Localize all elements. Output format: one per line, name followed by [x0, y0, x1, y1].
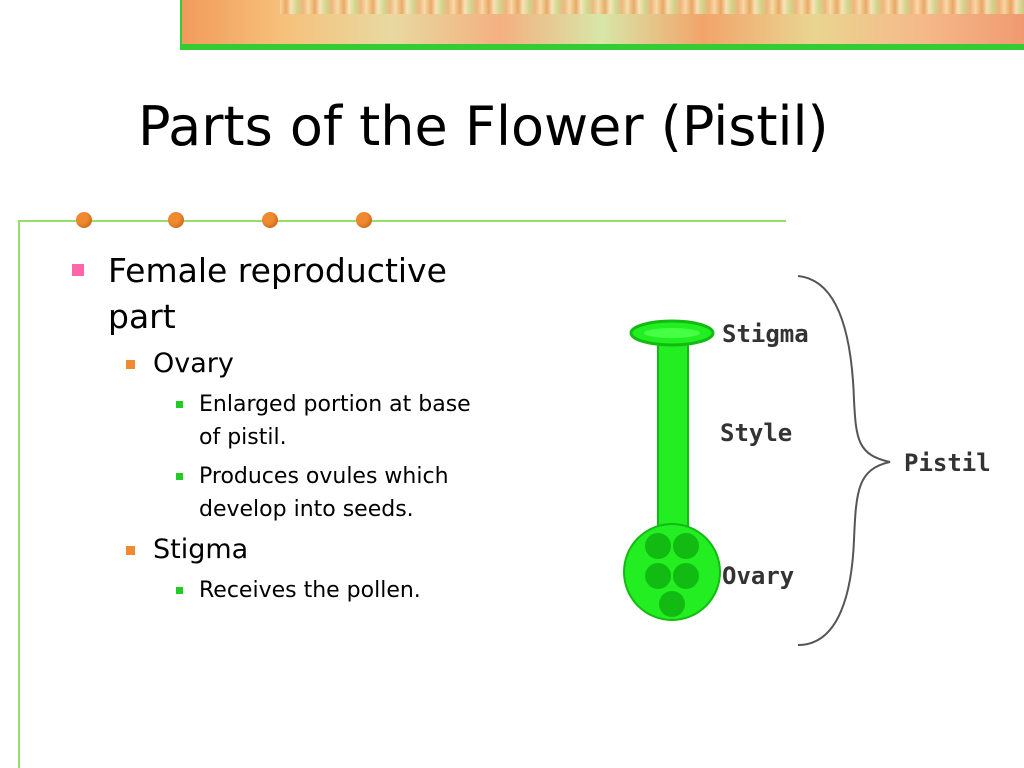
decorative-dot	[356, 212, 372, 228]
bullet-stigma: Stigma	[72, 532, 482, 568]
diagram-label-stigma: Stigma	[722, 320, 809, 348]
decorative-dot	[168, 212, 184, 228]
banner-strip	[180, 44, 1024, 50]
decorative-dot	[262, 212, 278, 228]
bullet-female-reproductive-part: Female reproductive part	[72, 248, 482, 340]
vertical-rule	[18, 220, 20, 768]
slide-title: Parts of the Flower (Pistil)	[138, 95, 829, 158]
diagram-label-pistil: Pistil	[904, 449, 991, 477]
bullet-ovary: Ovary	[72, 346, 482, 382]
diagram-label-ovary: Ovary	[722, 562, 795, 590]
pistil-diagram: Stigma Style Ovary Pistil	[600, 260, 1024, 660]
pistil-illustration	[623, 275, 891, 646]
horizontal-rule	[18, 220, 786, 222]
decorative-dot	[76, 212, 92, 228]
diagram-label-style: Style	[720, 419, 793, 447]
banner-edge	[180, 0, 182, 50]
bullet-ovary-detail: Enlarged portion at base of pistil.	[72, 388, 482, 454]
bullet-stigma-detail: Receives the pollen.	[72, 574, 482, 607]
banner-texture	[280, 0, 1024, 14]
bullet-list: Female reproductive part Ovary Enlarged …	[72, 248, 482, 607]
bullet-ovary-detail: Produces ovules which develop into seeds…	[72, 460, 482, 526]
